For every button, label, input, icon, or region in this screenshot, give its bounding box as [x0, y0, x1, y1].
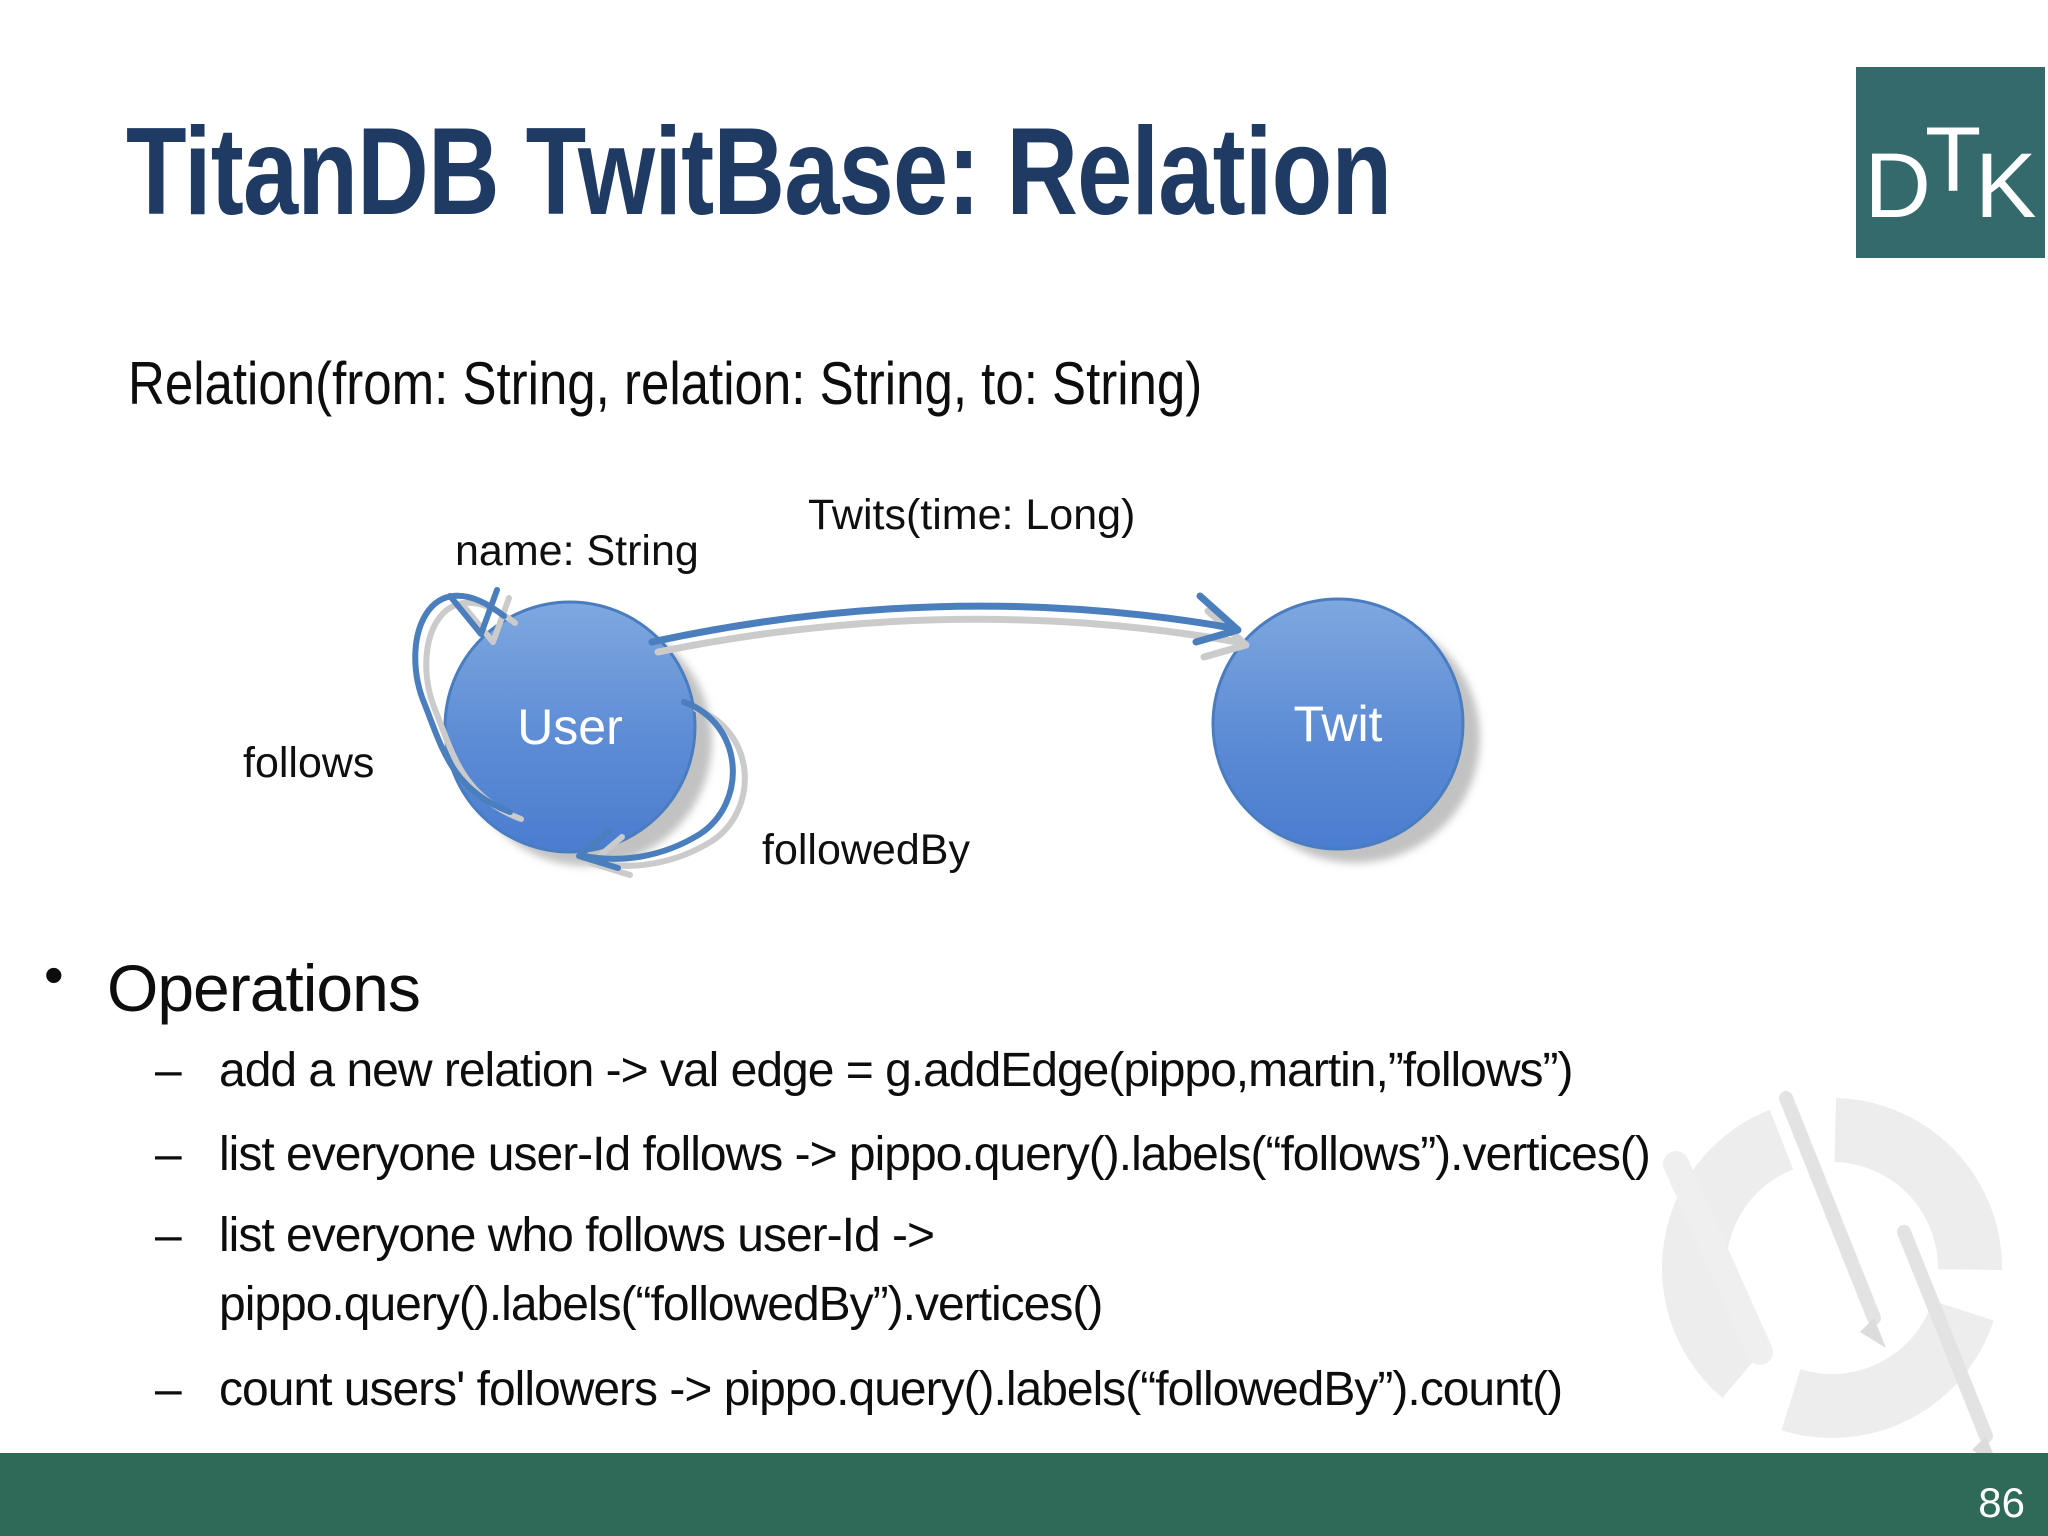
page-number: 86 — [1978, 1479, 2025, 1526]
follows-loop-arrow — [412, 587, 524, 822]
twits-edge-arrow — [648, 592, 1250, 661]
operation-item-text: list everyone user-Id follows -> pippo.q… — [219, 1128, 1651, 1181]
footer-bar — [0, 1453, 2048, 1536]
dash-bullet-icon: – — [155, 1044, 182, 1097]
operation-item-text: pippo.query().labels(“followedBy”).verti… — [219, 1278, 1103, 1331]
operation-item-list-follows: –list everyone user-Id follows -> pippo.… — [155, 1128, 1651, 1182]
dash-bullet-icon: – — [155, 1128, 182, 1181]
dtk-logo: D T K — [1856, 67, 2045, 258]
name-property-label: name: String — [455, 527, 699, 575]
twits-edge-label: Twits(time: Long) — [808, 491, 1136, 539]
logo-letter-k: K — [1975, 135, 2037, 238]
user-node-label: User — [517, 699, 623, 755]
operation-item-text: count users' followers -> pippo.query().… — [219, 1363, 1563, 1416]
operations-bullet-icon: • — [44, 943, 64, 1006]
operation-item-add-relation: –add a new relation -> val edge = g.addE… — [155, 1044, 1573, 1098]
followedby-loop-arrow — [576, 699, 748, 878]
operation-item-text: add a new relation -> val edge = g.addEd… — [219, 1044, 1573, 1097]
logo-letter-t: T — [1924, 109, 1982, 212]
relation-signature: Relation(from: String, relation: String,… — [128, 350, 1203, 417]
dash-bullet-icon: – — [155, 1363, 182, 1416]
follows-label: follows — [243, 739, 375, 787]
user-node-circle — [443, 600, 697, 854]
followedby-label: followedBy — [762, 826, 970, 874]
page-title: TitanDB TwitBase: Relation — [126, 103, 1392, 241]
operations-heading: Operations — [107, 951, 421, 1025]
operation-item-count-followers: –count users' followers -> pippo.query()… — [155, 1363, 1563, 1417]
dash-bullet-icon: – — [155, 1209, 182, 1262]
operation-item-list-followers-continued: pippo.query().labels(“followedBy”).verti… — [219, 1278, 1103, 1332]
dtk-logo-letters: D T K — [1864, 115, 2037, 238]
operation-item-list-followers: –list everyone who follows user-Id -> — [155, 1209, 935, 1263]
operation-item-text: list everyone who follows user-Id -> — [219, 1209, 935, 1262]
logo-letter-d: D — [1864, 135, 1931, 238]
watermark-sketch — [1662, 1091, 2002, 1466]
twit-node-label: Twit — [1293, 696, 1383, 752]
twit-node-circle — [1211, 597, 1465, 851]
